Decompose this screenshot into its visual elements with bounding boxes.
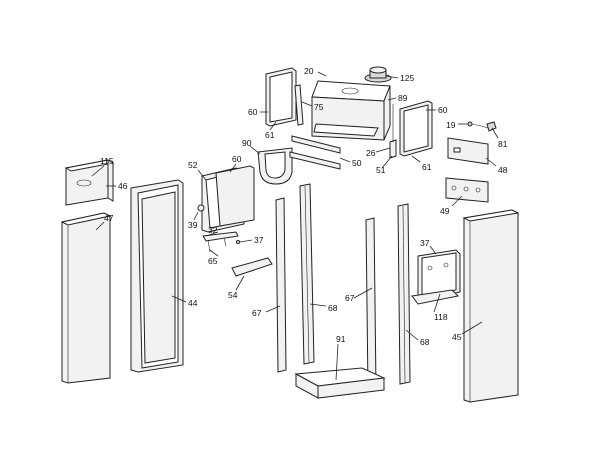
label-45: 45 [452, 332, 462, 342]
part-81-connector [467, 121, 497, 132]
part-60-right-top-panel [399, 100, 433, 157]
part-44-door-frame [130, 179, 184, 373]
label-125: 125 [400, 73, 414, 83]
part-118-bracket-plate [411, 249, 461, 305]
part-67-left-rail [275, 197, 287, 373]
part-47-left-side-panel [60, 212, 112, 384]
part-50-rails [289, 135, 341, 170]
label-54: 54 [228, 290, 238, 300]
label-89: 89 [398, 93, 408, 103]
label-75: 75 [314, 102, 324, 112]
part-39-knob [197, 204, 205, 212]
label-52: 52 [188, 160, 198, 170]
label-19: 19 [446, 120, 456, 130]
label-68-left: 68 [328, 303, 338, 313]
part-54-plate [231, 257, 273, 277]
label-61-top-left: 61 [265, 130, 275, 140]
part-49-panel [445, 177, 489, 203]
leader-lines [91, 71, 499, 381]
label-68-right: 68 [420, 337, 430, 347]
label-67-left: 67 [252, 308, 262, 318]
label-37-bracket: 37 [420, 238, 430, 248]
label-118: 118 [434, 312, 448, 322]
label-91: 91 [336, 334, 346, 344]
label-115: 115 [100, 156, 114, 166]
label-44: 44 [188, 298, 198, 308]
label-90: 90 [242, 138, 252, 148]
part-65-latch [202, 231, 240, 253]
part-48-control-board [447, 137, 489, 165]
part-51-clip [389, 104, 397, 159]
part-67-right-rail [365, 217, 377, 391]
part-68-left-rail [299, 183, 315, 365]
part-89-top-box [311, 80, 391, 141]
label-60-door: 60 [232, 154, 242, 164]
part-68-right-rail [397, 203, 411, 385]
part-75-strip [294, 84, 304, 126]
label-65: 65 [208, 256, 218, 266]
label-51: 51 [376, 165, 386, 175]
label-37-latch: 37 [254, 235, 264, 245]
label-67-right: 67 [345, 293, 355, 303]
label-32: 32 [208, 225, 218, 235]
part-60-left-top-panel [265, 67, 297, 127]
label-61-top-right: 61 [422, 162, 432, 172]
label-48: 48 [498, 165, 508, 175]
part-125-fan [364, 66, 392, 83]
part-labels: 115 46 47 44 52 60 39 32 37 65 54 90 20 … [100, 66, 508, 347]
label-60-top-right: 60 [438, 105, 448, 115]
part-91-base-tray [294, 367, 386, 399]
label-46: 46 [118, 181, 128, 191]
label-39: 39 [188, 220, 198, 230]
label-50: 50 [352, 158, 362, 168]
part-45-right-side-panel [462, 209, 520, 403]
label-81: 81 [498, 139, 508, 149]
part-52-door-panel [201, 165, 255, 233]
label-26: 26 [366, 148, 376, 158]
label-49: 49 [440, 206, 450, 216]
label-20: 20 [304, 66, 314, 76]
label-47: 47 [104, 213, 114, 223]
part-90-bracket [257, 147, 293, 185]
label-60-top-left: 60 [248, 107, 258, 117]
part-46-top-cap [64, 159, 115, 206]
